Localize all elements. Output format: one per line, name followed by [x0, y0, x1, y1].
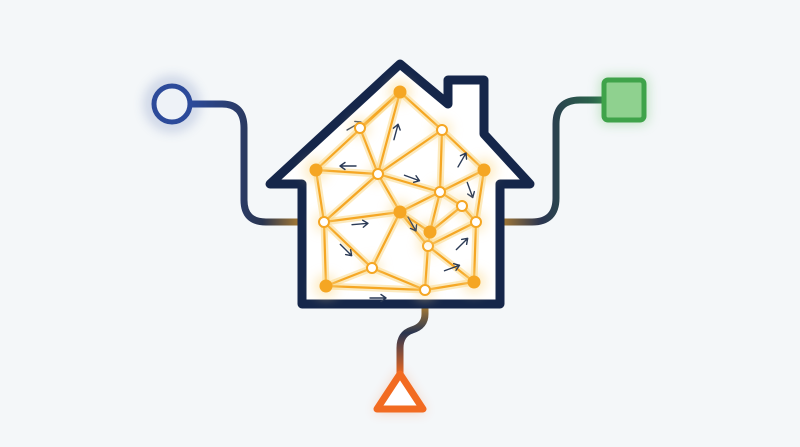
cable-bottom	[396, 286, 429, 380]
flow-arrow-icon	[457, 152, 468, 168]
flow-arrow-icon	[339, 243, 353, 257]
square-node-icon	[600, 76, 648, 124]
flow-arrow-icon	[339, 161, 357, 171]
mesh-hub-node	[315, 275, 337, 297]
mesh-node	[467, 213, 485, 231]
mesh-link	[376, 128, 444, 176]
triangle-node-icon	[373, 370, 427, 413]
connector-cables	[186, 96, 610, 380]
mesh-hub-node	[389, 201, 411, 223]
mesh-hub-node	[473, 159, 495, 181]
mesh-link	[376, 90, 402, 176]
mesh-node	[351, 119, 369, 137]
mesh-link	[370, 266, 427, 292]
mesh-node	[363, 259, 381, 277]
mesh-nodes	[305, 81, 495, 299]
flow-arrow-icon	[407, 216, 418, 232]
mesh-hub-node	[463, 271, 485, 293]
mesh-node	[416, 281, 434, 299]
flow-arrow-icon	[369, 293, 387, 303]
mesh-hub-node	[389, 81, 411, 103]
mesh-link	[322, 210, 402, 224]
flow-arrow-icon	[351, 219, 369, 228]
mesh-node	[453, 197, 471, 215]
flow-arrow-icon	[443, 262, 461, 272]
mesh-link	[322, 172, 380, 224]
mesh-node	[369, 165, 387, 183]
mesh-link	[376, 172, 442, 194]
mesh-hub-node	[305, 159, 327, 181]
cable-right	[472, 96, 610, 226]
mesh-node	[315, 213, 333, 231]
cable-left	[186, 100, 326, 226]
mesh-node	[433, 121, 451, 139]
flow-arrow-icon	[392, 123, 401, 141]
flow-arrow-icon	[455, 237, 469, 251]
flow-arrow-icon	[466, 181, 476, 199]
mesh-hub-node	[419, 221, 441, 243]
mesh-link	[438, 128, 444, 194]
circle-node-icon	[145, 77, 199, 131]
flow-arrow-icon	[403, 174, 421, 184]
mesh-link	[322, 220, 374, 270]
mesh-node	[431, 183, 449, 201]
mesh-link	[324, 284, 427, 292]
